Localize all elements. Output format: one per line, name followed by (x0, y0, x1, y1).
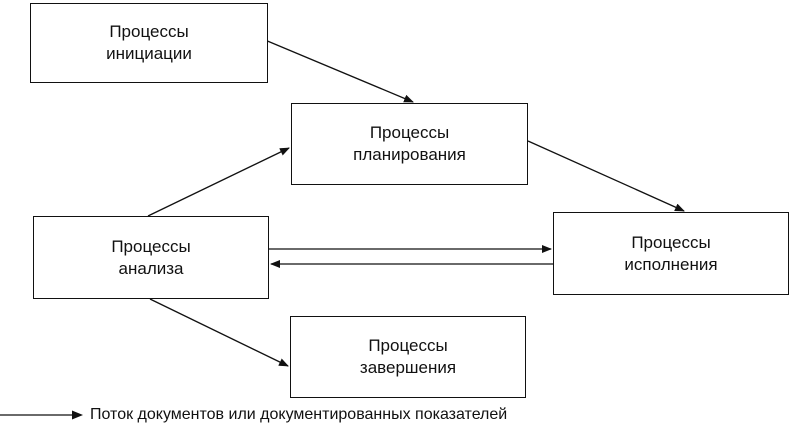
execution-subtitle: исполнения (624, 254, 718, 274)
completion-title: Процессы (368, 336, 448, 355)
initiation-process-box: Процессы инициации (30, 3, 268, 83)
arrow-analysis-to-completion (149, 298, 289, 367)
analysis-subtitle: анализа (118, 258, 184, 278)
execution-title: Процессы (631, 232, 711, 252)
analysis-title: Процессы (111, 236, 191, 256)
planning-title: Процессы (369, 123, 450, 142)
analysis-process-box: Процессы анализа (33, 216, 269, 299)
planning-process-box: Процессы планирования (291, 103, 528, 185)
arrow-analysis-to-planning (147, 147, 290, 217)
initiation-subtitle: инициации (106, 44, 192, 63)
arrow-planning-to-execution (527, 140, 685, 212)
arrow-initiation-to-planning (264, 39, 414, 103)
initiation-title: Процессы (109, 22, 189, 41)
legend-arrow-icon (0, 410, 83, 420)
legend-text: Поток документов или документированных п… (90, 406, 508, 423)
execution-process-box: Процессы исполнения (553, 212, 789, 295)
completion-subtitle: завершения (359, 358, 457, 377)
completion-process-box: Процессы завершения (290, 316, 526, 398)
planning-subtitle: планирования (353, 145, 466, 164)
legend: Поток документов или документированных п… (0, 404, 507, 426)
